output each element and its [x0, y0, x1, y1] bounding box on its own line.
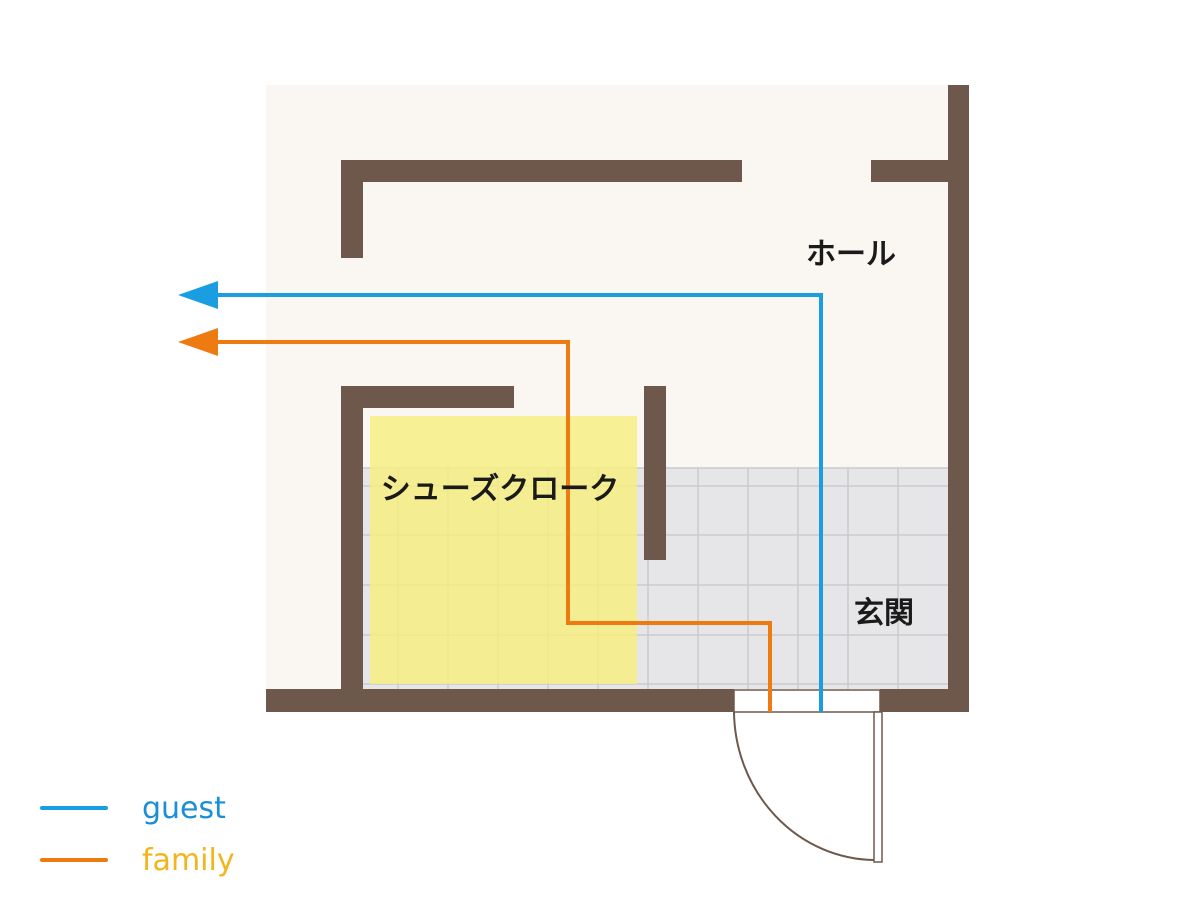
wall-right: [948, 85, 969, 712]
legend-label-family: family: [142, 842, 235, 878]
family-route-arrowhead: [178, 328, 218, 356]
guest-route-arrowhead: [178, 281, 218, 309]
wall-top-right-stub: [871, 160, 948, 182]
room-label-hall: ホール: [806, 237, 896, 272]
shoe-cloak-highlight: [370, 416, 637, 684]
legend-swatch-guest: [40, 806, 108, 810]
door-swing-arc: [733, 711, 875, 861]
wall-shoe-cloak-divider: [644, 386, 666, 560]
family-route-line: [214, 340, 772, 712]
room-label-entrance: 玄関: [854, 596, 914, 631]
legend-swatch-family: [40, 858, 108, 862]
room-label-shoe-cloak: シューズクローク: [381, 472, 620, 507]
legend-label-guest: guest: [142, 790, 226, 826]
guest-route-line: [214, 293, 823, 712]
wall-top-partition: [341, 160, 742, 182]
wall-bottom-left: [266, 689, 734, 712]
door-leaf: [873, 711, 883, 863]
wall-bottom-right: [880, 689, 969, 712]
entrance-door[interactable]: [733, 689, 883, 863]
legend-item-family: family: [40, 834, 235, 886]
family-route: [178, 328, 772, 712]
wall-shoe-cloak-top: [341, 386, 514, 408]
guest-route: [178, 281, 823, 712]
door-threshold: [733, 689, 881, 713]
legend-item-guest: guest: [40, 782, 235, 834]
wall-shoe-cloak-left: [341, 386, 363, 712]
legend: guest family: [40, 782, 235, 886]
walls: [266, 85, 969, 712]
wall-top-partition-stub: [341, 160, 363, 258]
